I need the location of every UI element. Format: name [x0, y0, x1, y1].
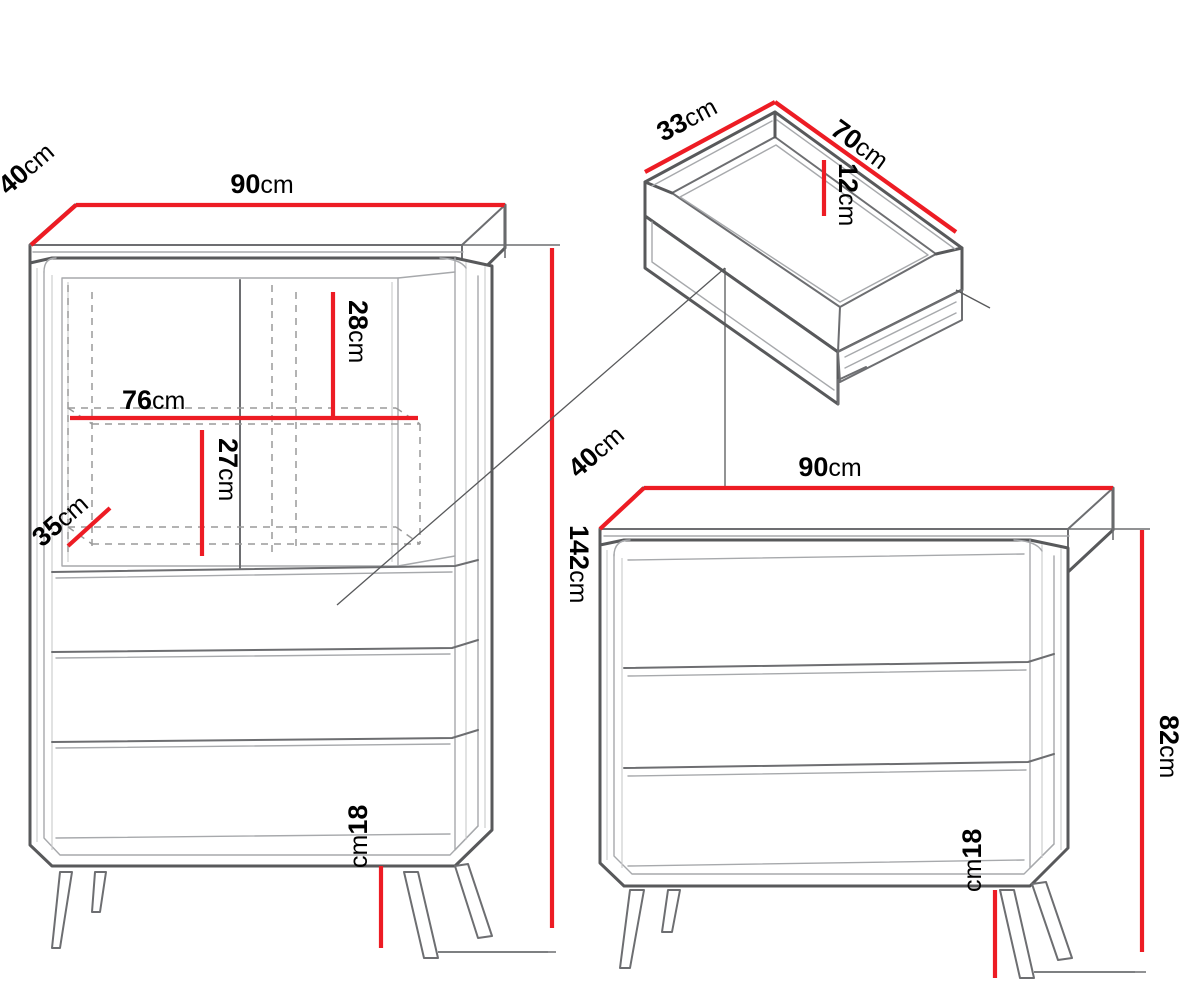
dim-label-chest-total-height: 82cm	[1154, 715, 1184, 778]
dim-cabinet-shelf-height-28: 28cm	[330, 292, 373, 420]
chest-legs	[619, 881, 1135, 979]
cabinet-drawer-fronts	[51, 559, 479, 839]
drawer-pointer-left	[336, 267, 726, 606]
chest-body	[598, 538, 1070, 888]
dim-label-shelf-height: 28cm	[343, 300, 373, 363]
drawer-box: 33cm 70cm 12cm	[336, 93, 991, 635]
dim-cabinet-shelf-width-76: 76cm	[70, 385, 418, 421]
cabinet-body	[28, 256, 494, 868]
dim-label-drawer-height: 12cm	[833, 163, 863, 226]
tall-display-cabinet: 90cm 40cm 28cm 76cm 27cm 35cm	[0, 138, 594, 959]
dim-label-shelf-width: 76cm	[122, 385, 185, 415]
dim-cabinet-total-height-142: 142cm	[438, 205, 594, 953]
dim-chest-leg-height-18: cm18	[957, 829, 998, 978]
dim-drawer-height-12: 12cm	[821, 160, 863, 226]
dim-label-total-height: 142cm	[564, 525, 594, 603]
dim-label-shelf2-height: 27cm	[213, 438, 243, 501]
dim-chest-width-90: 90cm	[644, 452, 1113, 491]
drawer-pointer-right	[955, 289, 991, 309]
dim-label-chest-leg-height: cm18	[957, 829, 987, 892]
chest-drawer-fronts	[623, 553, 1055, 867]
dim-cabinet-width-90: 90cm	[76, 169, 505, 208]
low-chest-of-drawers: 90cm 40cm 82cm cm18	[562, 421, 1184, 979]
dim-label-chest-width: 90cm	[798, 452, 861, 482]
dim-cabinet-leg-height-18: cm18	[343, 805, 384, 948]
dim-label-cabinet-width: 90cm	[230, 169, 293, 199]
dim-chest-depth-40: 40cm	[562, 421, 646, 531]
dim-cabinet-shelf2-height-27: 27cm	[199, 430, 243, 556]
dim-chest-total-height-82: 82cm	[1034, 488, 1184, 973]
dim-label-leg-height: cm18	[343, 805, 373, 868]
